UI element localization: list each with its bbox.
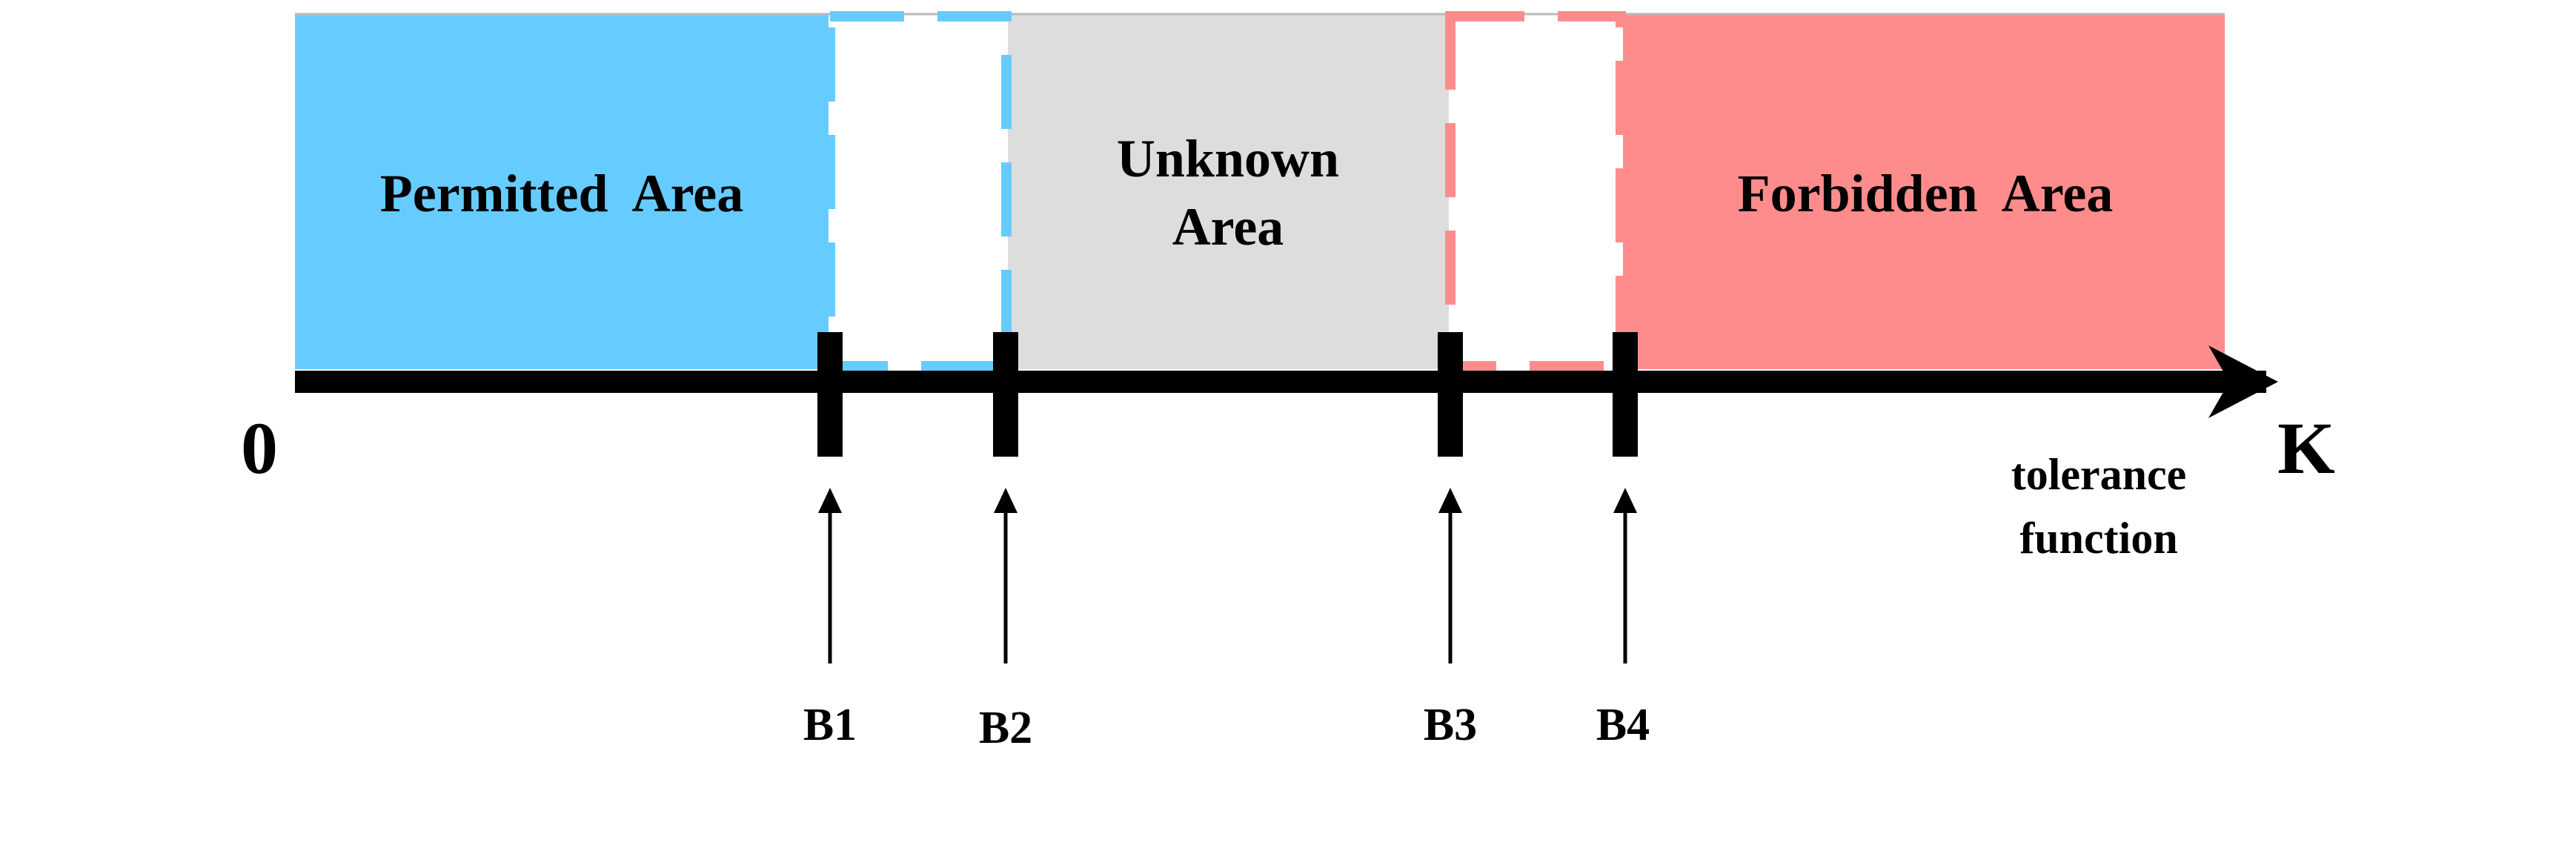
unknown-area-label-line1: Unknown bbox=[1117, 129, 1339, 188]
arrow-b3 bbox=[1438, 488, 1462, 663]
permitted-transition-zone bbox=[825, 11, 1012, 371]
forbidden-area-region bbox=[1623, 13, 2225, 369]
permitted-area-region bbox=[295, 13, 829, 369]
permitted-area-label: Permitted Area bbox=[380, 164, 743, 223]
boundary-label-b3: B3 bbox=[1424, 700, 1477, 750]
axis-caption-line1: tolerance bbox=[2011, 450, 2187, 499]
axis-end-label: K bbox=[2277, 407, 2335, 489]
axis-caption-line2: function bbox=[2019, 514, 2177, 563]
axis-arrowhead bbox=[2208, 345, 2278, 418]
forbidden-transition-zone bbox=[1445, 11, 1626, 371]
forbidden-area-label: Forbidden Area bbox=[1738, 164, 2114, 223]
unknown-area-label-line2: Area bbox=[1172, 197, 1284, 256]
boundary-label-b1: B1 bbox=[803, 700, 857, 750]
tick-b4 bbox=[1613, 332, 1638, 457]
arrow-b1 bbox=[818, 488, 842, 663]
tick-b1 bbox=[817, 332, 843, 457]
tick-b2 bbox=[993, 332, 1018, 457]
axis-line bbox=[295, 371, 2266, 393]
unknown-area-region bbox=[1008, 13, 1449, 369]
arrow-b4 bbox=[1613, 488, 1637, 663]
axis-origin-label: 0 bbox=[241, 407, 278, 489]
boundary-label-b4: B4 bbox=[1596, 700, 1650, 750]
boundary-label-b2: B2 bbox=[979, 703, 1032, 753]
tick-b3 bbox=[1438, 332, 1463, 457]
arrow-b2 bbox=[994, 488, 1018, 663]
